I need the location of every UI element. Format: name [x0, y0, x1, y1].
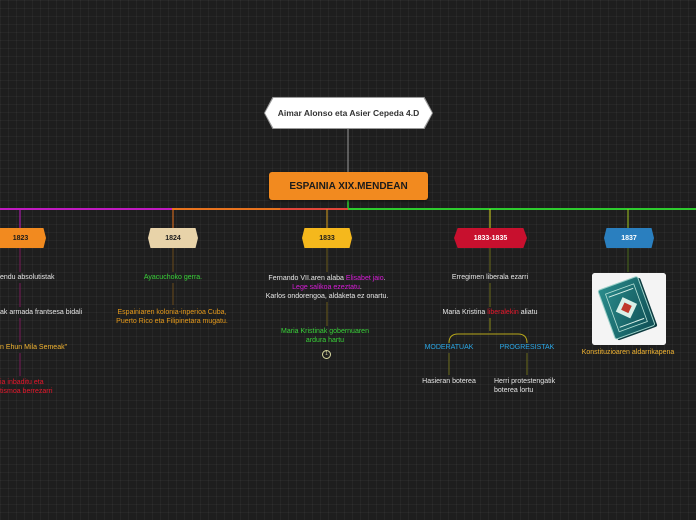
- topic-1823-1[interactable]: endu absolutistak: [0, 274, 55, 281]
- topic-1833-line2[interactable]: Lege salikoa ezeztatu.: [292, 283, 362, 292]
- topic-progresistak[interactable]: PROGRESISTAK: [499, 344, 555, 351]
- topic-1833-1835-2[interactable]: Maria Kristina liberalekin aliatu: [443, 308, 538, 317]
- year-node-1823[interactable]: 1823: [0, 228, 46, 248]
- topic-moderatuak[interactable]: MODERATUAK: [424, 344, 474, 351]
- marker-icon[interactable]: 1: [322, 350, 331, 359]
- year-node-1824[interactable]: 1824: [148, 228, 198, 248]
- year-node-1833-1835[interactable]: 1833-1835: [454, 228, 527, 248]
- year-label: 1837: [621, 234, 637, 242]
- topic-1823-4b[interactable]: tismoa berrezarri: [0, 388, 53, 395]
- topic-1833-line1-c: .: [383, 275, 386, 282]
- topic-1824-2a[interactable]: Espainiaren kolonia-inperioa Cuba,: [117, 309, 227, 316]
- year-label: 1833: [319, 234, 335, 242]
- topic-moderatuak-text[interactable]: Hasieran boterea: [422, 378, 476, 385]
- topic-1833-1835-2-b: liberalekin: [487, 309, 519, 316]
- year-label: 1824: [165, 234, 181, 242]
- topic-1824-2b[interactable]: Puerto Rico eta Filipinetara mugatu.: [116, 318, 228, 325]
- topic-1823-3[interactable]: n Ehun Mila Semeak": [0, 344, 68, 351]
- topic-1833-line3[interactable]: Karlos ondorengoa, aldaketa ez onartu.: [265, 293, 389, 300]
- main-topic[interactable]: ESPAINIA XIX.MENDEAN: [269, 172, 428, 200]
- main-topic-label: ESPAINIA XIX.MENDEAN: [289, 180, 408, 192]
- topic-1833-1835-2-c: aliatu: [518, 309, 538, 316]
- topic-progresistak-text-b[interactable]: boterea lortu: [494, 387, 534, 394]
- topic-1824-1[interactable]: Ayacuchoko gerra.: [143, 274, 203, 281]
- year-label: 1833-1835: [473, 234, 508, 242]
- map-title[interactable]: Aimar Alonso eta Asier Cepeda 4.D: [264, 97, 433, 129]
- year-node-1837[interactable]: 1837: [604, 228, 654, 248]
- year-node-1833[interactable]: 1833: [302, 228, 352, 248]
- map-title-label: Aimar Alonso eta Asier Cepeda 4.D: [277, 108, 420, 118]
- topic-progresistak-text-a[interactable]: Herri protestengatik: [494, 378, 556, 385]
- topic-1823-2[interactable]: ak armada frantsesa bidali: [0, 309, 83, 316]
- topic-1833-4a[interactable]: Maria Kristinak gobernuaren: [281, 328, 369, 335]
- year-label: 1823: [12, 234, 29, 242]
- topic-1833-4b[interactable]: ardura hartu: [305, 337, 345, 344]
- topic-1823-4a[interactable]: ia inbaditu eta: [0, 379, 44, 386]
- topic-1833-line2-b: .: [359, 284, 362, 291]
- topic-1833-line1-a: Fernando VII.aren alaba: [268, 275, 346, 282]
- topic-1837-caption[interactable]: Konstituzioaren aldarrikapena: [581, 349, 675, 356]
- topic-1833-1835-2-a: Maria Kristina: [442, 309, 488, 316]
- topic-1833-line1[interactable]: Fernando VII.aren alaba Elisabet jaio.: [268, 274, 385, 283]
- constitution-book-icon[interactable]: [592, 273, 666, 345]
- topic-1833-line1-b: Elisabet jaio: [345, 275, 384, 282]
- topic-1833-1835-1[interactable]: Erregimen liberala ezarri: [451, 274, 529, 281]
- topic-1833-line2-a: Lege salikoa ezeztatu: [292, 284, 360, 291]
